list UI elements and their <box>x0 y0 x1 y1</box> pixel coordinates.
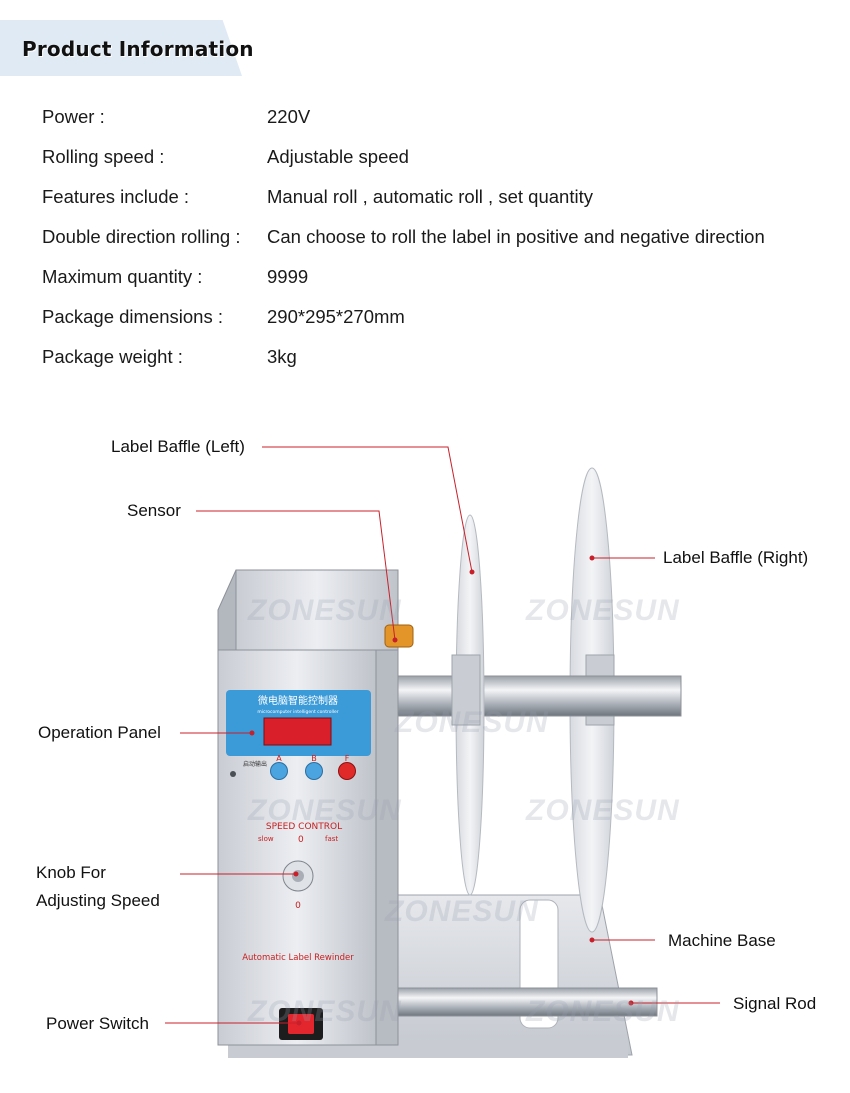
watermark: ZONESUN <box>395 706 549 739</box>
status-led <box>230 771 236 777</box>
spec-key: Double direction rolling : <box>42 226 241 247</box>
spec-row-features: Features include : Manual roll , automat… <box>42 186 832 226</box>
spec-value: 3kg <box>267 346 297 367</box>
callout-signal-rod: Signal Rod <box>733 994 817 1013</box>
button-a-label: A <box>276 754 282 763</box>
spec-value: Can choose to roll the label in positive… <box>267 226 765 247</box>
main-shaft <box>394 675 682 717</box>
spec-list: Power : 220V Rolling speed : Adjustable … <box>42 106 832 386</box>
button-b-label: B <box>311 754 317 763</box>
speed-control-label: SPEED CONTROL <box>266 822 342 832</box>
spec-value: 9999 <box>267 266 309 287</box>
button-b-shape <box>305 762 323 780</box>
spec-value: 290*295*270mm <box>267 306 405 327</box>
spec-row-max-quantity: Maximum quantity : 9999 <box>42 266 832 306</box>
spec-row-power: Power : 220V <box>42 106 832 146</box>
spec-row-double-direction: Double direction rolling : Can choose to… <box>42 226 832 266</box>
spec-value: Manual roll , automatic roll , set quant… <box>267 186 593 207</box>
signal-rod-shape <box>394 987 658 1017</box>
display-header: 微电脑智能控制器 <box>258 694 338 707</box>
label-baffle-left <box>451 514 485 896</box>
watermark: ZONESUN <box>248 594 402 627</box>
callout-knob-line1: Knob For <box>36 863 106 882</box>
button-a-shape <box>270 762 288 780</box>
fast-label: fast <box>325 835 338 843</box>
zero-label: 0 <box>298 835 304 845</box>
spec-key: Features include : <box>42 186 190 207</box>
callout-sensor: Sensor <box>127 501 181 520</box>
nameplate-label: Automatic Label Rewinder <box>242 953 354 963</box>
dial-zero-label: 0 <box>295 901 301 911</box>
spec-row-package-weight: Package weight : 3kg <box>42 346 832 386</box>
watermark: ZONESUN <box>385 895 539 928</box>
spec-key: Package dimensions : <box>42 306 223 327</box>
spec-key: Package weight : <box>42 346 183 367</box>
speed-control-shape: SPEED CONTROL slow 0 fast 0 Automatic La… <box>242 822 354 963</box>
spec-key: Power : <box>42 106 105 127</box>
watermark: ZONESUN <box>248 794 402 827</box>
header-tab <box>0 20 242 76</box>
display-subheader: microcomputer intelligent controller <box>257 709 338 715</box>
watermark: ZONESUN <box>526 794 680 827</box>
section-title: Product Information <box>22 37 254 61</box>
watermark: ZONESUN <box>526 594 680 627</box>
spec-row-package-dimensions: Package dimensions : 290*295*270mm <box>42 306 832 346</box>
spec-value: 220V <box>267 106 311 127</box>
operation-panel-shape: 微电脑智能控制器 microcomputer intelligent contr… <box>226 690 371 780</box>
callout-dots <box>249 555 634 1026</box>
slow-label: slow <box>258 835 274 843</box>
machine-illustration: 微电脑智能控制器 microcomputer intelligent contr… <box>165 446 720 1058</box>
callout-operation-panel: Operation Panel <box>38 723 161 742</box>
callout-label-baffle-right: Label Baffle (Right) <box>663 548 809 567</box>
button-f-shape <box>338 762 356 780</box>
callout-power-switch: Power Switch <box>46 1014 149 1033</box>
watermark: ZONESUN <box>248 995 402 1028</box>
spec-row-rolling-speed: Rolling speed : Adjustable speed <box>42 146 832 186</box>
callout-label-baffle-left: Label Baffle (Left) <box>111 437 245 456</box>
spec-value: Adjustable speed <box>267 146 409 167</box>
watermark: ZONESUN <box>526 995 680 1028</box>
sensor-shape <box>384 624 414 648</box>
callout-machine-base: Machine Base <box>668 931 776 950</box>
spec-key: Rolling speed : <box>42 146 165 167</box>
output-label: 启动输出 <box>243 760 267 768</box>
button-f-label: F <box>345 754 350 763</box>
spec-key: Maximum quantity : <box>42 266 203 287</box>
callout-knob-line2: Adjusting Speed <box>36 891 160 910</box>
callout-lines <box>165 446 720 1024</box>
